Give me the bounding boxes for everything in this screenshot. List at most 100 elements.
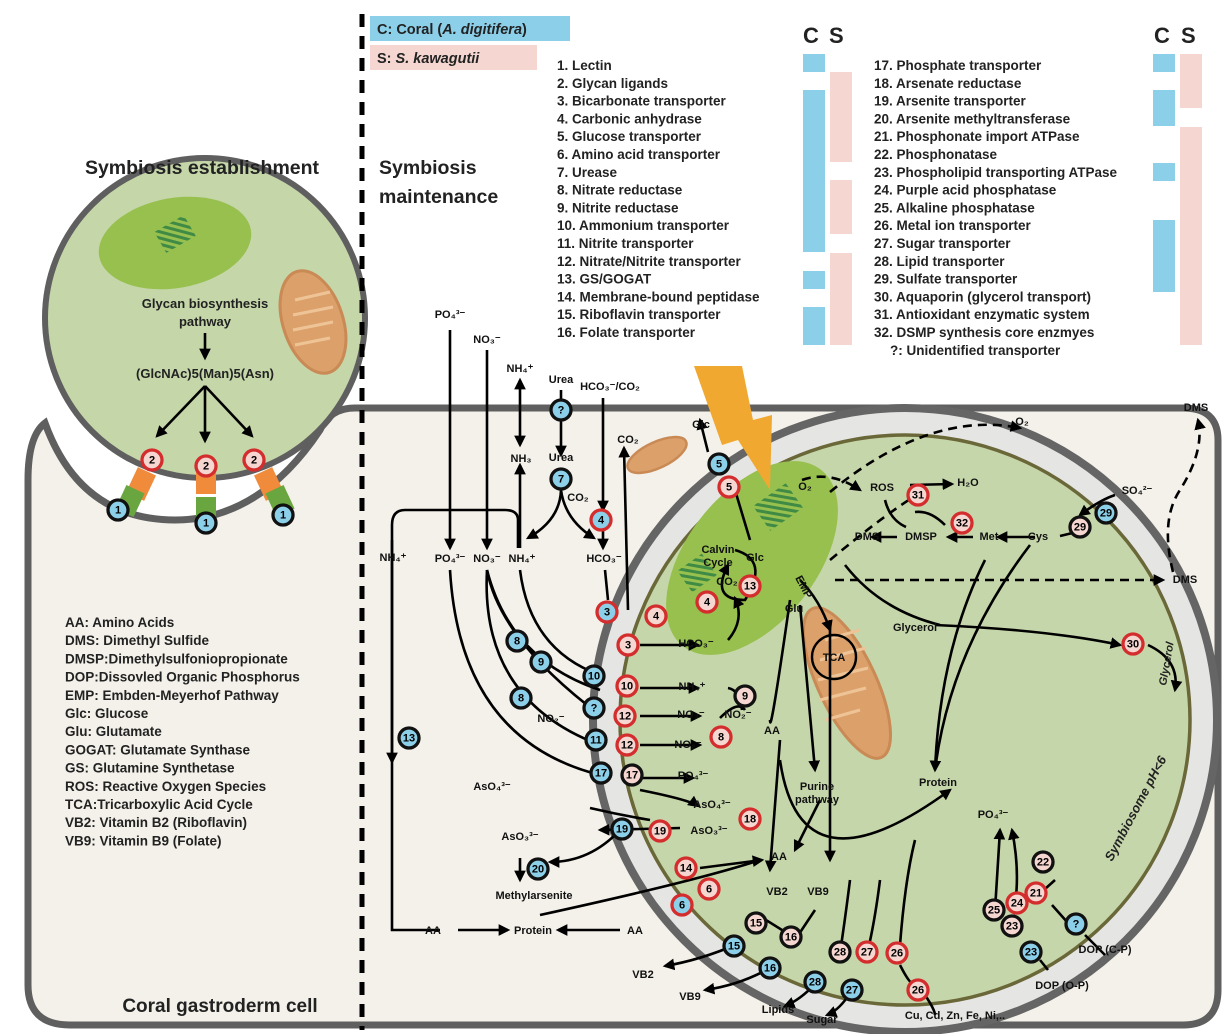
protein-8-badge: 8 (507, 631, 527, 651)
svg-text:16: 16 (764, 963, 776, 975)
aso4-in-label: AsO₄³⁻ (693, 799, 731, 811)
dms-in-label: DMS (855, 531, 879, 543)
protein-7-badge: 7 (551, 469, 571, 489)
nh3-label: NH₃ (511, 453, 532, 465)
abbreviation-item: DOP:Dissovled Organic Phosphorus (65, 670, 300, 685)
protein-6-badge: 6 (672, 895, 692, 915)
pathway-label-2: pathway (179, 314, 232, 329)
dop-op-label: DOP (O-P) (1035, 980, 1089, 992)
svg-text:28: 28 (809, 977, 821, 989)
o2-top-label: O₂ (1015, 416, 1029, 428)
svg-text:?: ? (591, 703, 598, 715)
protein-31-badge: 31 (908, 485, 928, 505)
svg-text:9: 9 (538, 657, 544, 669)
legend-item: 32. DSMP synthesis core enzmyes (874, 325, 1094, 340)
aa-right-label: AA (627, 925, 643, 937)
metals-label: Cu, Cd, Zn, Fe, Ni,.. (905, 1010, 1005, 1022)
protein-10-badge: 10 (617, 676, 637, 696)
glc-top-label: Glc (692, 419, 710, 431)
svg-text:23: 23 (1006, 921, 1018, 933)
protein-12-badge: 12 (617, 735, 637, 755)
protein-2-badge: 2 (196, 456, 216, 476)
abbreviation-item: DMSP:Dimethylsulfoniopropionate (65, 651, 288, 666)
col-s-header-2: S (1181, 23, 1196, 48)
legend-item: 12. Nitrate/Nitrite transporter (557, 254, 742, 269)
aso4-out-label: AsO₄³⁻ (473, 781, 511, 793)
legend-item: 20. Arsenite methyltransferase (874, 111, 1071, 126)
cell-heading: Coral gastroderm cell (122, 996, 317, 1017)
svg-text:4: 4 (653, 611, 660, 623)
protein-21-badge: 21 (1026, 883, 1046, 903)
svg-text:19: 19 (616, 824, 628, 836)
legend-item: ?: Unidentified transporter (890, 343, 1061, 358)
calvin-label-2: Cycle (703, 557, 732, 569)
svg-text:2: 2 (149, 455, 155, 467)
glc-chl-label: Glc (746, 552, 764, 564)
glycan-label: (GlcNAc)5(Man)5(Asn) (136, 366, 274, 381)
calvin-label: Calvin (701, 544, 734, 556)
protein-11-badge: 11 (586, 730, 606, 750)
protein-15-badge: 15 (724, 936, 744, 956)
legend-item: 30. Aquaporin (glycerol transport) (874, 289, 1091, 304)
legend-item: 18. Arsenate reductase (874, 76, 1022, 91)
met-label: Met (980, 531, 999, 543)
protein-4-badge: 4 (591, 510, 611, 530)
abbreviation-item: VB2: Vitamin B2 (Riboflavin) (65, 815, 247, 830)
legend-item: 1. Lectin (557, 58, 612, 73)
abbreviation-item: AA: Amino Acids (65, 615, 174, 630)
protein-27-badge: 27 (842, 980, 862, 1000)
so4-label: SO₄²⁻ (1122, 485, 1153, 497)
protein-22-badge: 22 (1033, 852, 1053, 872)
protein-17-badge: 17 (622, 765, 642, 785)
abbreviation-item: GOGAT: Glutamate Synthase (65, 742, 251, 757)
dms-out-label: DMS (1173, 574, 1197, 586)
legend-item: 6. Amino acid transporter (557, 147, 721, 162)
legend-item: 15. Riboflavin transporter (557, 307, 721, 322)
protein-20-badge: 20 (528, 859, 548, 879)
protein-8-badge: 8 (711, 727, 731, 747)
nh4-left-label: NH₄⁺ (380, 552, 407, 564)
presence-bars-right (1153, 54, 1202, 345)
purine-2-label: pathway (795, 794, 840, 806)
protein-19-badge: 19 (612, 819, 632, 839)
protein-24-badge: 24 (1007, 893, 1027, 913)
purine-1-label: Purine (800, 781, 834, 793)
vb2-in-label: VB2 (766, 886, 787, 898)
svg-text:2: 2 (203, 461, 209, 473)
protein-23-badge: 23 (1021, 942, 1041, 962)
no3-top-label: NO₃⁻ (473, 334, 501, 346)
svg-text:16: 16 (785, 932, 797, 944)
svg-text:25: 25 (988, 905, 1000, 917)
legend-item: 5. Glucose transporter (557, 129, 702, 144)
svg-text:29: 29 (1100, 508, 1112, 520)
svg-text:4: 4 (598, 515, 605, 527)
protein-1-badge: 1 (108, 500, 128, 520)
col-s-header: S (829, 23, 844, 48)
svg-text:?: ? (1073, 919, 1080, 931)
svg-text:17: 17 (626, 770, 638, 782)
legend-item: 22. Phosphonatase (874, 147, 998, 162)
svg-text:1: 1 (115, 505, 121, 517)
svg-text:19: 19 (654, 826, 666, 838)
protein-2-badge: 2 (244, 450, 264, 470)
legend-item: 9. Nitrite reductase (557, 200, 679, 215)
svg-text:?: ? (558, 405, 565, 417)
nh4-top-label: NH₄⁺ (507, 363, 534, 375)
dmsp-label: DMSP (905, 531, 937, 543)
protein-27-badge: 27 (857, 942, 877, 962)
protein-25-badge: 25 (984, 900, 1004, 920)
pathway-label: Glycan biosynthesis (142, 296, 268, 311)
svg-text:10: 10 (621, 681, 633, 693)
legend-item: 29. Sulfate transporter (874, 272, 1018, 287)
o2-chl-label: O₂ (798, 481, 812, 493)
protein-unknown-badge: ? (551, 400, 571, 420)
col-c-header-2: C (1154, 23, 1170, 48)
svg-text:26: 26 (891, 948, 903, 960)
svg-text:5: 5 (726, 482, 732, 494)
protein-12-badge: 12 (615, 706, 635, 726)
hco3-in-label: HCO₃⁻ (678, 638, 714, 650)
legend-item: 16. Folate transporter (557, 325, 696, 340)
protein-16-badge: 16 (760, 958, 780, 978)
protein-3-badge: 3 (597, 602, 617, 622)
